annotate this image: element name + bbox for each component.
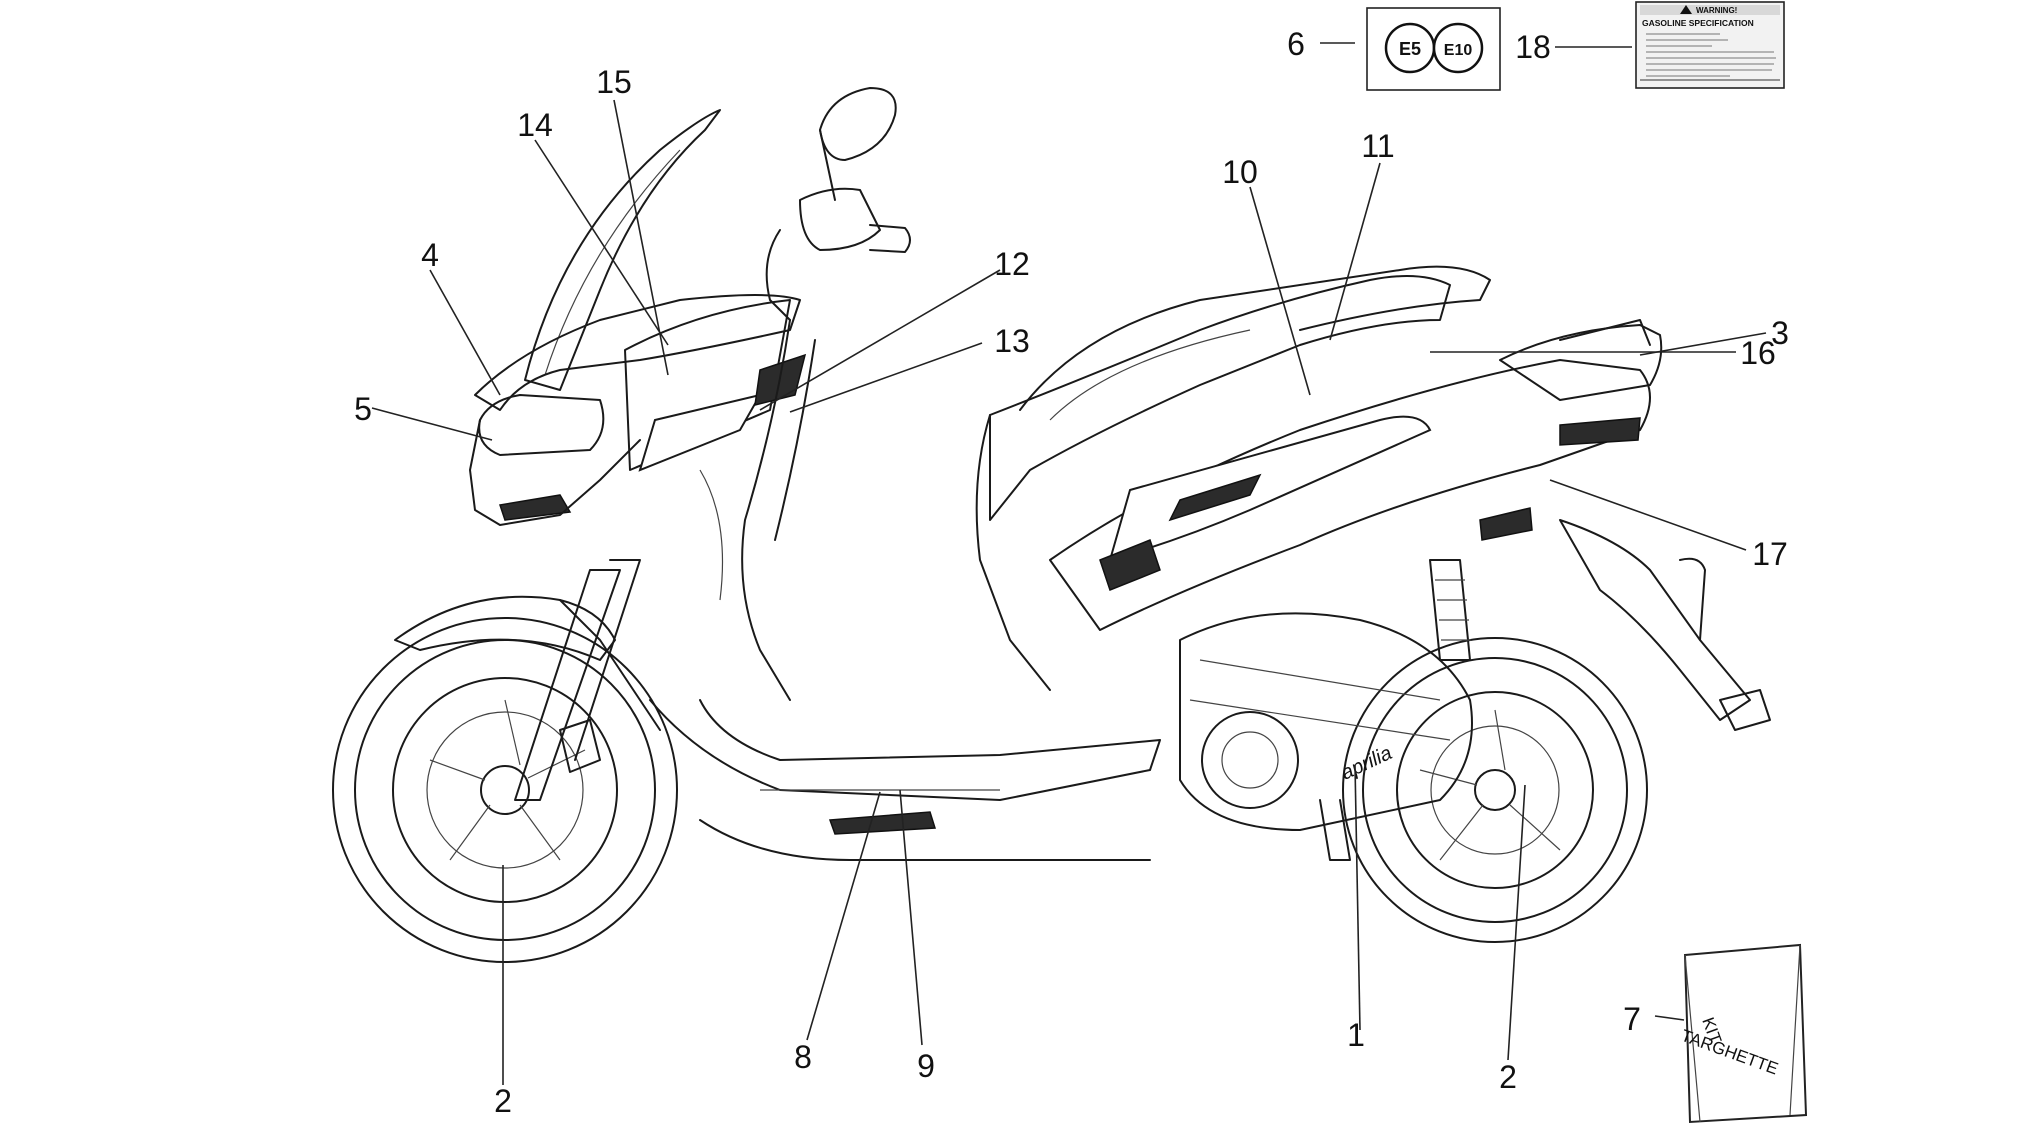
callout-1: 1 <box>1347 1017 1365 1053</box>
callout-16: 16 <box>1740 335 1776 371</box>
callout-14: 14 <box>517 107 553 143</box>
warning-heading: WARNING! <box>1696 6 1737 15</box>
callout-5: 5 <box>354 391 372 427</box>
callout-11: 11 <box>1361 128 1394 164</box>
callout-6: 6 <box>1287 26 1305 62</box>
front-wheel <box>332 617 678 963</box>
callout-18: 18 <box>1515 29 1551 65</box>
leader-lines <box>371 42 1767 1085</box>
callout-7: 7 <box>1623 1001 1641 1037</box>
callout-13: 13 <box>994 323 1030 359</box>
warning-triangle-icon <box>1680 5 1692 14</box>
callout-17: 17 <box>1752 536 1788 572</box>
callout-15: 15 <box>596 64 632 100</box>
fuel-badge-e10: E10 <box>1444 42 1473 59</box>
callout-3: 3 <box>1771 315 1789 351</box>
fuel-badge-e5: E5 <box>1399 39 1421 59</box>
callout-numbers: 6 18 15 14 4 5 12 13 10 11 3 16 17 1 2 2… <box>354 26 1789 1119</box>
callout-9: 9 <box>917 1048 935 1084</box>
warning-fine-print <box>1646 33 1776 77</box>
rear-wheel <box>1342 637 1648 943</box>
kit-targhette-bag: KIT TARGHETTE <box>1679 943 1808 1124</box>
brand-mark: aprilia <box>1338 742 1396 784</box>
callout-8: 8 <box>794 1039 812 1075</box>
callout-4: 4 <box>421 237 439 273</box>
scooter-drawing: aprilia <box>332 87 1771 963</box>
gasoline-warning-sticker: WARNING! GASOLINE SPECIFICATION <box>1635 1 1785 89</box>
callout-2-left: 2 <box>494 1083 512 1119</box>
fuel-type-label: E5 E10 <box>1366 7 1501 91</box>
callout-10: 10 <box>1222 154 1258 190</box>
callout-2-right: 2 <box>1499 1059 1517 1095</box>
warning-subheading: GASOLINE SPECIFICATION <box>1642 18 1754 28</box>
callout-12: 12 <box>994 246 1030 282</box>
